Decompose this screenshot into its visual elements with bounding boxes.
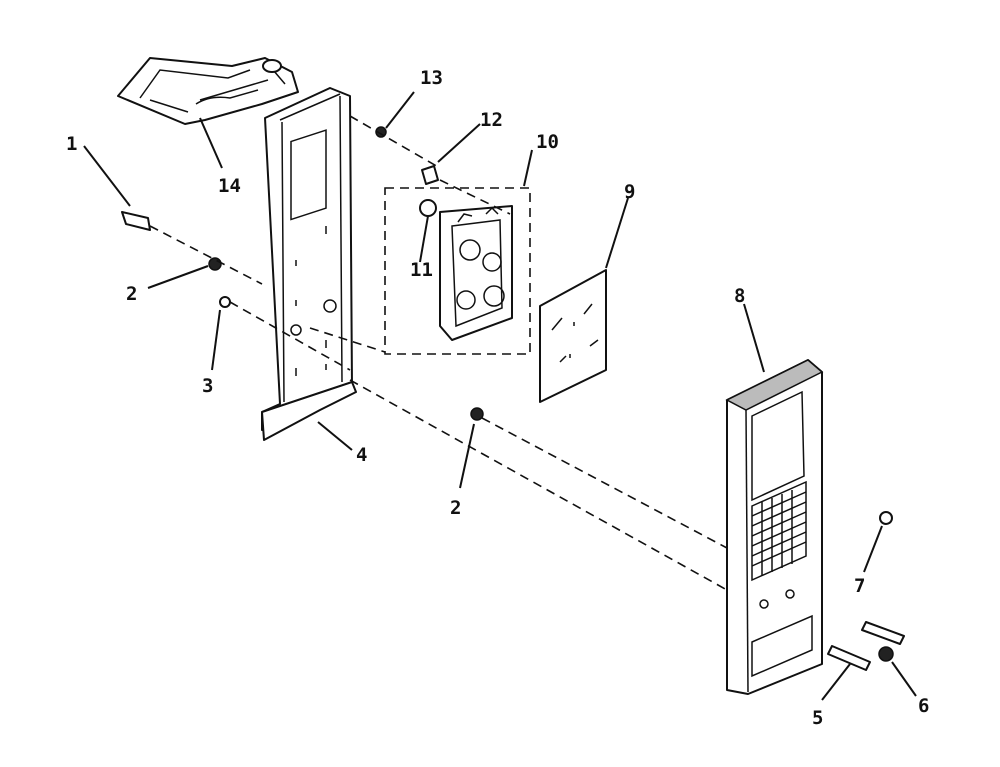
part-5-pin-upper [861,621,905,645]
small-parts [121,126,905,671]
part-2-nut-lower [470,407,484,421]
callout-11: 11 [410,259,433,281]
callout-3: 3 [202,375,213,397]
callout-12: 12 [480,109,503,131]
callout-7: 7 [854,575,865,597]
callout-2-lower: 2 [450,497,461,519]
callout-13: 13 [420,67,443,89]
part-6-knob-nut [878,646,894,662]
callout-4: 4 [356,444,367,466]
part-5-pin-lower [827,645,871,671]
callout-9: 9 [624,181,635,203]
callout-10: 10 [536,131,559,153]
callout-14: 14 [218,175,241,197]
callout-1: 1 [66,133,77,155]
callout-8: 8 [734,285,745,307]
part-14-top-bracket [117,57,299,125]
alignment-lines [149,115,728,591]
part-12-spacer [421,165,439,185]
part-8-front-panel [725,359,824,695]
part-1-screw [121,211,151,231]
part-2-nut-upper [208,257,222,271]
part-3-washer [219,296,231,308]
keypad-grid [751,480,807,582]
part-7-button [879,511,893,525]
callout-numbers: 1 2 3 4 2 14 13 12 10 11 9 8 7 5 6 [66,67,929,729]
callout-2-upper: 2 [126,283,137,305]
leader-lines [83,91,917,701]
part-10-control-assembly [384,187,531,355]
callout-5: 5 [812,707,823,729]
part-9-panel-overlay [539,269,607,403]
callout-6: 6 [918,695,929,717]
part-4-mounting-plate [261,87,357,441]
